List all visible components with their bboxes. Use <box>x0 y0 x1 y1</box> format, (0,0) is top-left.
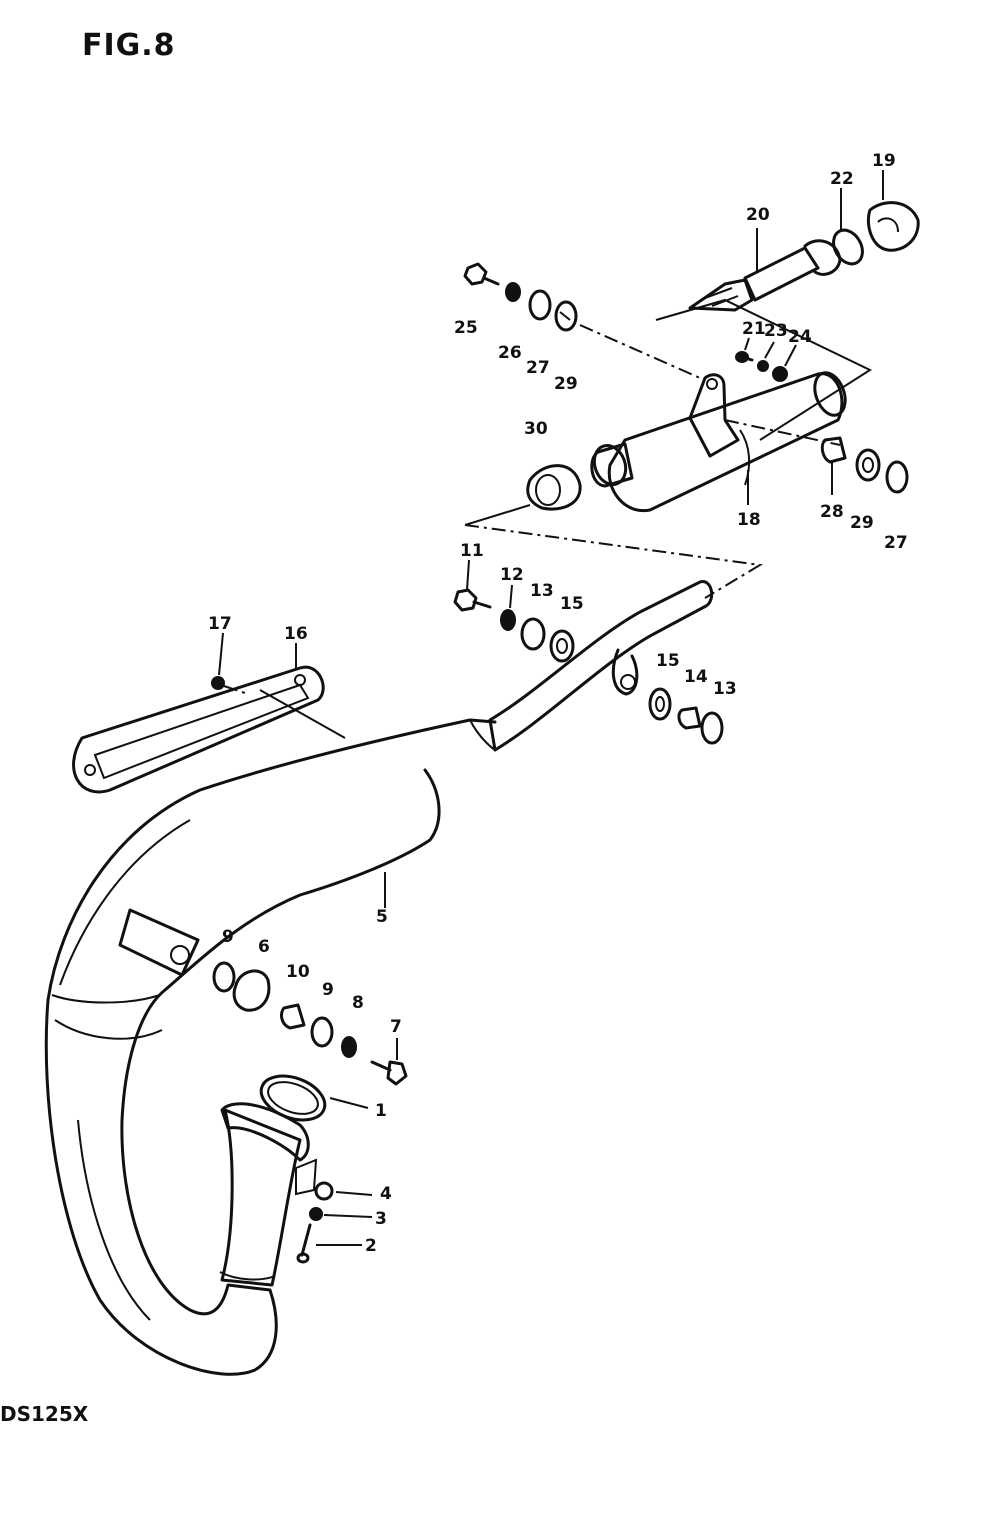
assembly-lines <box>259 298 873 1109</box>
callout-26: 26 <box>498 343 522 363</box>
washer-part-27-lower <box>885 460 909 494</box>
washer-part-29-lower <box>855 448 881 482</box>
figure-title: FIG.8 <box>82 28 176 63</box>
callout-19: 19 <box>872 151 896 171</box>
gasket-part-22 <box>832 228 864 266</box>
callout-4: 4 <box>380 1184 392 1204</box>
collar-part-28 <box>820 436 847 464</box>
callout-3: 3 <box>375 1209 387 1229</box>
washer-part-8 <box>341 1036 357 1058</box>
callout-29-upper: 29 <box>554 374 578 394</box>
model-code: DS125X <box>0 1402 89 1426</box>
callout-23: 23 <box>764 321 788 341</box>
heat-shield-part-16 <box>72 665 325 794</box>
grommet-part-6 <box>232 969 271 1012</box>
callout-12: 12 <box>500 565 524 585</box>
callout-2: 2 <box>365 1236 377 1256</box>
callout-1: 1 <box>375 1101 387 1121</box>
callout-15-lower: 15 <box>656 651 680 671</box>
callout-27-lower: 27 <box>884 533 908 553</box>
callout-9-right: 9 <box>322 980 334 1000</box>
washer-part-9-left <box>212 961 236 993</box>
callout-10: 10 <box>286 962 310 982</box>
exhaust-pipe-part-5 <box>44 580 714 1376</box>
washer-part-13-upper <box>520 617 546 651</box>
callout-22: 22 <box>830 169 854 189</box>
collar-part-14 <box>677 706 702 730</box>
callout-labels: 1 2 3 4 5 6 7 8 9 9 10 11 12 13 13 14 15… <box>208 151 908 1256</box>
leader-lines <box>218 170 884 1246</box>
callout-5: 5 <box>376 907 388 927</box>
callout-24: 24 <box>788 327 812 347</box>
callout-13-upper: 13 <box>530 581 554 601</box>
nut-part-24 <box>772 366 788 382</box>
callout-25: 25 <box>454 318 478 338</box>
muffler-part-18 <box>590 371 847 513</box>
callout-17: 17 <box>208 614 232 634</box>
callout-30: 30 <box>524 419 548 439</box>
callout-21: 21 <box>742 319 766 339</box>
bolt-part-21 <box>735 351 754 363</box>
callout-16: 16 <box>284 624 308 644</box>
washer-part-9-right <box>310 1016 334 1048</box>
bolt-part-7 <box>370 1060 408 1086</box>
callout-9-left: 9 <box>222 927 234 947</box>
callout-20: 20 <box>746 205 770 225</box>
callout-15-upper: 15 <box>560 594 584 614</box>
callout-6: 6 <box>258 937 270 957</box>
stud-part-2 <box>296 1223 312 1264</box>
bolt-part-11 <box>453 588 492 612</box>
callout-14: 14 <box>684 667 708 687</box>
callout-13-lower: 13 <box>713 679 737 699</box>
callout-27-upper: 27 <box>526 358 550 378</box>
cap-part-19 <box>866 201 920 252</box>
washer-part-13-lower <box>700 711 724 745</box>
callout-11: 11 <box>460 541 484 561</box>
tail-pipe-part-20 <box>688 239 842 312</box>
callout-8: 8 <box>352 993 364 1013</box>
washer-part-15-lower <box>648 687 672 721</box>
washer-part-27-upper <box>528 289 552 321</box>
bolt-part-17 <box>211 676 246 694</box>
washer-part-3 <box>309 1207 323 1221</box>
collar-part-10 <box>280 1003 306 1030</box>
callout-7: 7 <box>390 1017 402 1037</box>
washer-part-23 <box>757 360 769 372</box>
washer-part-12 <box>500 609 516 631</box>
callout-28: 28 <box>820 502 844 522</box>
gasket-part-1 <box>259 1074 327 1122</box>
grommet-part-30 <box>526 464 582 511</box>
washer-part-26 <box>505 282 521 302</box>
washer-part-15-upper <box>549 629 575 663</box>
callout-18: 18 <box>737 510 761 530</box>
nut-part-4 <box>314 1181 334 1201</box>
callout-29-lower: 29 <box>850 513 874 533</box>
washer-part-29-upper <box>554 300 578 332</box>
bolt-part-25 <box>463 262 500 286</box>
